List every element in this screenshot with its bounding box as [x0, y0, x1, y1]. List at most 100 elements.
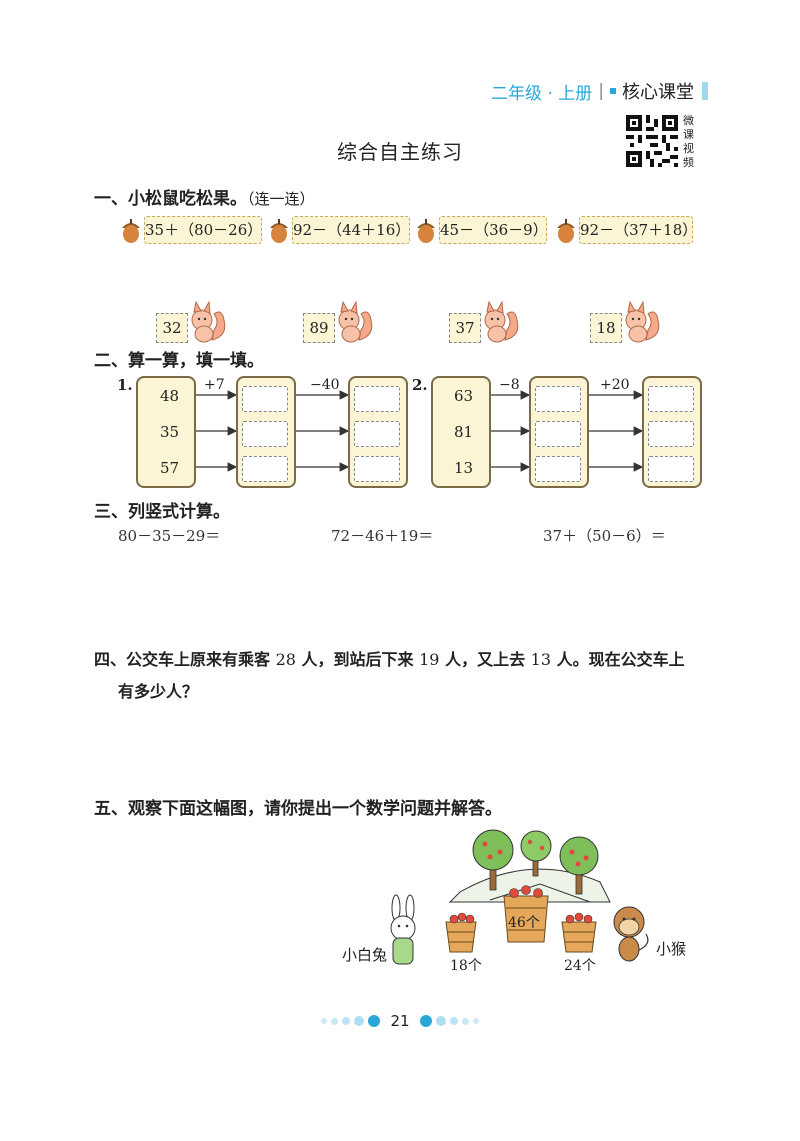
acorn-icon	[557, 219, 575, 243]
basket-icon	[561, 912, 597, 953]
squirrel-icon	[625, 300, 660, 343]
q4-text: 人，又上去	[445, 650, 526, 669]
acorn-icon	[122, 219, 140, 243]
section-1-heading: 一、小松鼠吃松果。（连一连）	[94, 184, 315, 209]
answer-blank[interactable]	[242, 386, 288, 412]
squirrel-icon	[338, 300, 373, 343]
answer-blank[interactable]	[242, 456, 288, 482]
operation-label: +7	[204, 377, 225, 393]
basket-count: 24个	[564, 958, 596, 974]
answer-blank[interactable]	[354, 421, 400, 447]
operation-label: −40	[310, 377, 340, 393]
expression-card[interactable]: 92－（37＋18）	[579, 216, 697, 244]
answer-card[interactable]: 37	[449, 313, 481, 343]
page-dot	[435, 1016, 446, 1026]
page-footer: 21	[0, 1012, 800, 1030]
question-line-2: 有多少人？	[118, 682, 199, 701]
page-title: 综合自主练习	[337, 140, 463, 164]
input-number: 63	[454, 387, 474, 405]
section-1-title: 一、小松鼠吃松果。	[94, 189, 247, 209]
qr-video-label: 微 课 视 频	[683, 114, 701, 170]
vertical-calc-problem: 72－46＋19＝	[331, 527, 434, 545]
page-dot	[342, 1017, 351, 1025]
qr-label-char: 频	[683, 156, 694, 169]
qr-label-char: 视	[683, 142, 694, 155]
grade-label: 二年级 · 上册	[491, 83, 593, 104]
answer-column	[348, 376, 408, 488]
q4-text: 人。现在公交车上	[556, 650, 685, 669]
operation-label: −8	[499, 377, 520, 393]
basket-count: 18个	[450, 958, 482, 974]
answer-blank[interactable]	[535, 386, 581, 412]
qr-code-icon[interactable]	[626, 115, 678, 167]
answer-blank[interactable]	[535, 421, 581, 447]
input-number: 48	[160, 387, 180, 405]
input-number: 13	[454, 459, 474, 477]
q4-number: 19	[419, 650, 440, 669]
core-label: 核心课堂	[622, 82, 694, 103]
acorn-icon	[270, 219, 288, 243]
q4-text: 四、公交车上原来有乘客	[94, 650, 271, 669]
answer-blank[interactable]	[648, 386, 694, 412]
acorn-icon	[417, 219, 435, 243]
page-dot	[449, 1017, 458, 1025]
basket-count: 46个	[508, 915, 540, 931]
qr-label-char: 课	[683, 128, 694, 141]
section-3-heading: 三、列竖式计算。	[94, 502, 230, 522]
page-dot	[354, 1016, 365, 1026]
tree-icon	[472, 829, 514, 891]
page-number: 21	[390, 1012, 410, 1030]
section-4-question: 四、公交车上原来有乘客 28 人，到站后下来 19 人，又上去 13 人。现在公…	[94, 644, 714, 708]
rabbit-icon	[390, 894, 416, 965]
section-5-heading: 五、观察下面这幅图，请你提出一个数学问题并解答。	[94, 799, 502, 819]
header-bar	[702, 82, 708, 100]
header-dot	[610, 88, 616, 94]
vertical-calc-problem: 80－35－29＝	[118, 527, 221, 545]
answer-card[interactable]: 18	[590, 313, 622, 343]
basket-icon	[445, 912, 477, 953]
basket-icon	[503, 885, 549, 943]
input-column	[136, 376, 196, 488]
rabbit-label: 小白兔	[342, 946, 388, 964]
expression-card[interactable]: 45－（36－9）	[439, 216, 548, 244]
answer-card[interactable]: 32	[156, 313, 188, 343]
answer-card[interactable]: 89	[303, 313, 335, 343]
vertical-calc-problem: 37＋（50－6）＝	[543, 527, 666, 545]
squirrel-icon	[484, 300, 519, 343]
answer-blank[interactable]	[354, 456, 400, 482]
qr-label-char: 微	[683, 114, 694, 127]
q4-text: 人，到站后下来	[301, 650, 414, 669]
answer-blank[interactable]	[648, 456, 694, 482]
problem-2-label: 2.	[412, 376, 428, 394]
squirrel-icon	[191, 300, 226, 343]
input-number: 81	[454, 423, 474, 441]
answer-blank[interactable]	[354, 386, 400, 412]
monkey-icon	[613, 906, 649, 962]
expression-card[interactable]: 35＋（80－26）	[144, 216, 262, 244]
page-dot	[461, 1017, 469, 1025]
section-1-hint: （连一连）	[247, 190, 315, 208]
tree-icon	[559, 836, 599, 895]
answer-column	[236, 376, 296, 488]
illustration-scene	[390, 829, 649, 965]
q4-number: 13	[530, 650, 552, 669]
answer-blank[interactable]	[242, 421, 288, 447]
monkey-label: 小猴	[656, 940, 687, 958]
page-header: 二年级 · 上册 | 核心课堂	[491, 78, 708, 104]
page-dot	[331, 1017, 339, 1025]
answer-blank[interactable]	[648, 421, 694, 447]
section-2-heading: 二、算一算，填一填。	[94, 351, 264, 371]
operation-label: +20	[600, 377, 630, 393]
input-number: 57	[160, 459, 180, 477]
expression-card[interactable]: 92－（44＋16）	[292, 216, 410, 244]
input-number: 35	[160, 423, 180, 441]
page-dot	[321, 1018, 328, 1024]
answer-column	[529, 376, 589, 488]
page-dot	[419, 1015, 432, 1027]
answer-blank[interactable]	[535, 456, 581, 482]
question-line-1: 四、公交车上原来有乘客 28 人，到站后下来 19 人，又上去 13 人。现在公…	[94, 644, 714, 676]
page-dot	[368, 1015, 381, 1027]
header-separator: |	[598, 81, 604, 101]
problem-1-label: 1.	[117, 376, 133, 394]
answer-column	[642, 376, 702, 488]
